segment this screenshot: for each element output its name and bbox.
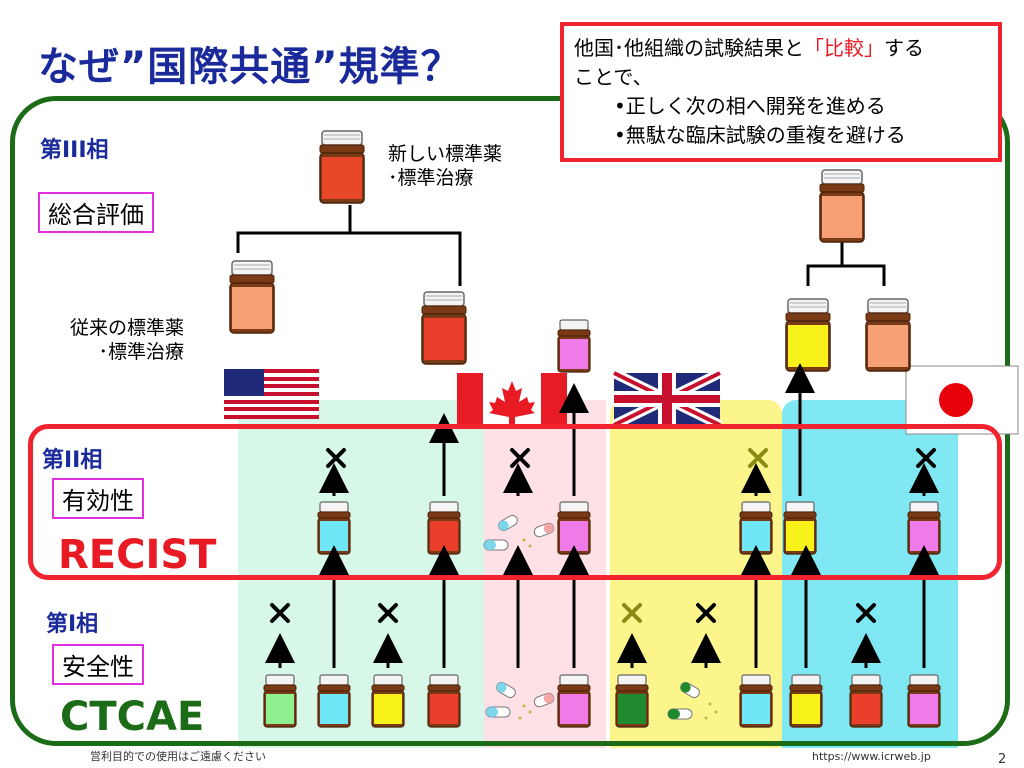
medicine-bottle-icon: [739, 674, 773, 728]
old-standard-label: 従来の標準薬 ･標準治療: [70, 317, 185, 363]
japan-flag-icon: [905, 365, 1019, 435]
phase1-evaluation: 安全性: [52, 644, 144, 685]
comparison-callout: 他国･他組織の試験結果と「比較」する ことで、 •正しく次の相へ開発を進める •…: [560, 22, 1002, 162]
medicine-bottle-icon: [229, 260, 275, 334]
phase2-label: 第II相: [42, 448, 103, 473]
phase2-evaluation: 有効性: [52, 478, 144, 519]
cross-mark-icon: [270, 448, 936, 623]
canada-flag-icon: [457, 373, 567, 427]
medicine-bottle-icon: [421, 291, 467, 365]
medicine-bottle-icon: [371, 674, 405, 728]
recist-highlight-box: [28, 424, 1002, 580]
recist-label: RECIST: [58, 532, 217, 578]
ctcae-label: CTCAE: [60, 694, 205, 740]
page-title: なぜ”国際共通”規準？: [38, 44, 462, 90]
footer-note: 営利目的での使用はご遠慮ください: [90, 750, 266, 763]
page-number: 2: [998, 752, 1007, 767]
medicine-bottle-icon: [615, 674, 649, 728]
capsule-icon: [483, 515, 718, 720]
medicine-bottle-icon: [907, 674, 941, 728]
uk-flag-icon: [611, 368, 723, 430]
medicine-bottle-icon: [317, 674, 351, 728]
footer-url: https://www.icrweb.jp: [812, 750, 931, 763]
arrow-up-icon: [265, 463, 939, 668]
medicine-bottle-icon: [557, 319, 591, 373]
callout-line-1: 他国･他組織の試験結果と「比較」する: [574, 36, 924, 60]
callout-bullet-1: •正しく次の相へ開発を進める: [614, 94, 886, 118]
phase3-label: 第III相: [40, 138, 109, 163]
new-standard-label: 新しい標準薬 ･標準治療: [388, 143, 503, 189]
medicine-bottle-icon: [819, 169, 865, 243]
phase3-evaluation: 総合評価: [38, 192, 154, 233]
development-tree-lines: [236, 205, 886, 286]
medicine-bottle-icon: [865, 298, 911, 372]
phase1-label: 第I相: [46, 612, 99, 637]
callout-line-2: ことで、: [574, 65, 653, 89]
medicine-bottle-icon: [263, 674, 297, 728]
callout-bullet-2: •無駄な臨床試験の重複を避ける: [614, 123, 906, 147]
medicine-bottle-icon: [427, 674, 461, 728]
us-flag-icon: [224, 369, 319, 419]
medicine-bottle-icon: [785, 298, 831, 372]
medicine-bottle-icon: [319, 130, 365, 204]
medicine-bottle-icon: [557, 674, 591, 728]
medicine-bottle-icon: [849, 674, 883, 728]
callout-highlight: 「比較」: [804, 36, 884, 60]
medicine-bottle-icon: [789, 674, 823, 728]
